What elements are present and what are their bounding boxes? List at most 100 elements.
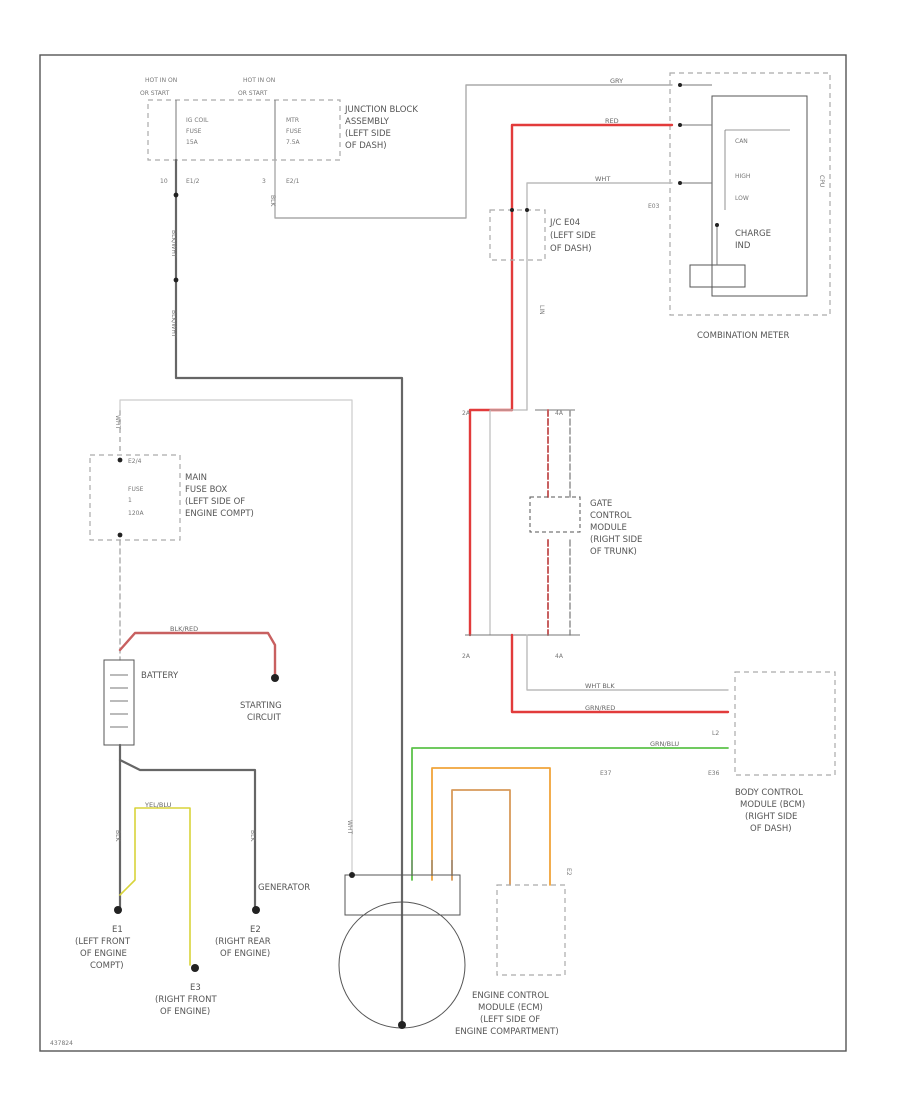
fuse-label-1: FUSE	[128, 486, 144, 493]
ground-e2-label-3: OF ENGINE)	[220, 949, 270, 959]
mtr-fuse-label: MTR	[286, 117, 299, 124]
gateway-box	[529, 496, 581, 533]
ig-coil-fuse-label: IG COIL	[186, 117, 209, 124]
hot-in-on-2: HOT IN ON	[243, 77, 275, 84]
wire-white-down	[489, 409, 528, 636]
starting-circuit-label-1: STARTING	[240, 701, 282, 711]
conn-e37: E37	[600, 770, 612, 777]
wire-label-lbu: BLK	[269, 195, 276, 207]
jc-node-1	[510, 208, 514, 212]
wire-label-blkwht: BLK/WHT	[170, 230, 177, 258]
main-fuse-label-4: ENGINE COMPT)	[185, 509, 254, 519]
ground-e1-label-1: E1	[112, 925, 123, 935]
jc-label-2: (LEFT SIDE	[550, 231, 596, 241]
gateway-label-5: OF TRUNK)	[590, 547, 637, 557]
ecm-label-3: (LEFT SIDE OF	[480, 1015, 540, 1025]
ground-e1-label-3: OF ENGINE	[80, 949, 127, 959]
bcm-l2-label: L2	[712, 730, 719, 737]
junction-block-assembly: HOT IN ON OR START HOT IN ON OR START IG…	[140, 77, 418, 185]
ig-coil-fuse-label-2: FUSE	[186, 128, 202, 135]
battery-label: BATTERY	[141, 671, 179, 681]
junction-block-label-4: OF DASH)	[345, 141, 387, 151]
ecm-label-2: MODULE (ECM)	[478, 1003, 543, 1013]
ig-coil-fuse-amp: 15A	[186, 139, 199, 146]
conn-2a-low: 2A	[462, 653, 471, 660]
generator-b-terminal	[349, 872, 355, 878]
wire-fuse-top-to-gen	[119, 399, 353, 876]
ground-e3-label-2: (RIGHT FRONT	[155, 995, 217, 1005]
charge-indicator-label-1: CHARGE	[735, 229, 771, 239]
main-fuse-label-2: FUSE BOX	[185, 485, 227, 495]
charge-indicator-lamp	[689, 264, 746, 288]
wire-label-blkred: BLK/RED	[170, 625, 198, 633]
ecm-label-4: ENGINE COMPARTMENT)	[455, 1027, 559, 1037]
meter-pin-3	[678, 181, 682, 185]
wire-white-meter	[526, 182, 673, 411]
wire-label-wht-gen: WHT	[346, 820, 353, 834]
ground-e3-label-1: E3	[190, 983, 201, 993]
generator-terminal-block	[344, 874, 461, 916]
fuse-top-label: E2/4	[128, 458, 142, 465]
wire-mtr-to-meter	[274, 84, 673, 219]
meter-pin-1	[678, 83, 682, 87]
ground-e1-label-2: (LEFT FRONT	[75, 937, 131, 947]
conn-2a-label: 2A	[462, 410, 471, 417]
ground-e3-label-3: OF ENGINE)	[160, 1007, 210, 1017]
meter-can-label: CAN	[735, 138, 748, 145]
wire-label-red-bcm: GRN/RED	[585, 704, 615, 712]
jc-label-3: OF DASH)	[550, 244, 592, 254]
diagram-code: 437824	[50, 1040, 73, 1047]
diagram-frame	[39, 54, 847, 1052]
wire-battery-ground-e2	[118, 758, 257, 909]
fuse-label-2: 1	[128, 497, 132, 504]
bcm-label-3: (RIGHT SIDE	[745, 812, 797, 822]
wire-red-down	[468, 408, 514, 637]
wire-green-gen-bcm	[411, 747, 729, 881]
meter-connector-e03: E03	[648, 203, 660, 210]
connector-e1-label: E1/2	[186, 178, 200, 185]
jc-label-1: J/C E04	[549, 218, 580, 228]
conn-4a-low: 4A	[555, 653, 564, 660]
bcm-label-1: BODY CONTROL	[735, 788, 803, 798]
charge-indicator-label-2: IND	[735, 241, 751, 251]
wire-label-wht: WHT	[595, 175, 610, 183]
wire-label-gry: GRY	[610, 77, 623, 85]
meter-cpu-box	[711, 95, 808, 297]
node-ig-coil-2	[173, 192, 179, 198]
junction-block-label-2: ASSEMBLY	[345, 117, 390, 127]
connector-e2-pin: 3	[262, 178, 266, 185]
meter-pin-2	[678, 123, 682, 127]
wire-label-lin: LIN	[538, 305, 545, 315]
main-fuse-label-3: (LEFT SIDE OF	[185, 497, 245, 507]
jc-node-2	[525, 208, 529, 212]
meter-pin-4	[715, 223, 719, 227]
hot-in-on-1: HOT IN ON	[145, 77, 177, 84]
main-fuse-label-1: MAIN	[185, 473, 207, 483]
generator-label: GENERATOR	[258, 883, 310, 893]
or-start-2: OR START	[238, 90, 268, 97]
conn-e2-label: E2	[565, 868, 572, 876]
bcm-e36-label: E36	[708, 770, 720, 777]
mtr-fuse-label-2: FUSE	[286, 128, 302, 135]
connector-e1-pin: 10	[160, 178, 168, 185]
meter-can-low-label: LOW	[735, 195, 749, 202]
wire-battery-starting	[118, 631, 277, 677]
starting-circuit-label-2: CIRCUIT	[247, 713, 282, 723]
wire-label-wht-bcm: WHT BLK	[585, 682, 615, 690]
wire-label-blkwht-2: BLK/WHT	[170, 310, 177, 338]
engine-control-module: ENGINE CONTROL MODULE (ECM) (LEFT SIDE O…	[455, 884, 566, 1037]
ground-e2	[252, 906, 260, 914]
fuse-label-3: 120A	[128, 510, 144, 517]
meter-can-high-label: HIGH	[735, 173, 750, 180]
generator-ground	[398, 1021, 406, 1029]
wire-yellow-ground-e3	[119, 807, 191, 966]
body-control-module: L2 E36 BODY CONTROL MODULE (BCM) (RIGHT …	[708, 671, 836, 834]
combination-meter-label: COMBINATION METER	[697, 331, 790, 341]
wire-red-to-bcm	[510, 633, 730, 714]
junction-block-label-3: (LEFT SIDE	[345, 129, 391, 139]
ground-e1	[114, 906, 122, 914]
wire-orange-gen-ecm	[431, 767, 551, 886]
wire-orange-2	[451, 789, 511, 886]
gateway-label-1: GATE	[590, 499, 612, 509]
battery: BATTERY	[103, 659, 179, 746]
